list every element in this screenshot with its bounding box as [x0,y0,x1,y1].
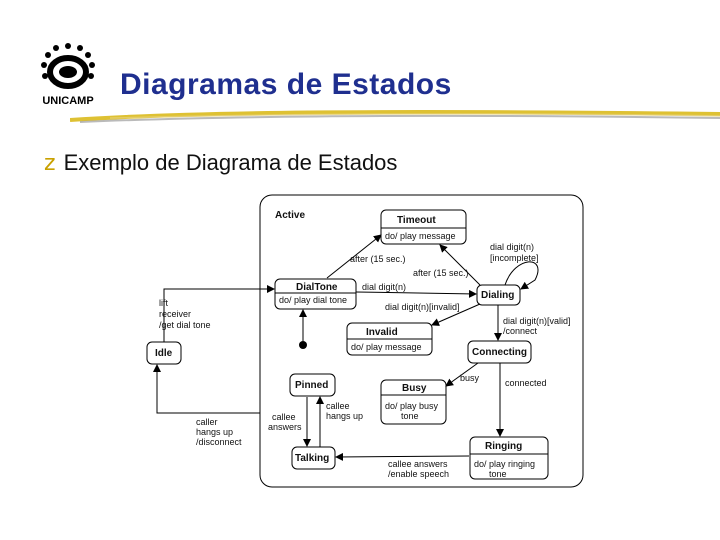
talking-label: Talking [295,453,329,464]
title-underline [69,104,720,128]
invalid-label: Invalid [366,327,398,338]
ringing-label: Ringing [485,441,522,452]
trans-connected: connected [505,378,547,388]
busy-action-1: do/ play busy [385,401,439,411]
state-talking: Talking [291,446,336,470]
trans-dial-invalid: dial digit(n)[invalid] [385,302,460,312]
pinned-label: Pinned [295,380,328,391]
dialing-label: Dialing [481,290,514,301]
state-pinned: Pinned [289,373,336,397]
unicamp-logo: UNICAMP [28,38,108,112]
state-dialtone: DialTone do/ play dial tone [274,278,357,310]
trans-lift-3: /get dial tone [159,320,211,330]
trans-caller-2: hangs up [196,427,233,437]
idle-label: Idle [155,348,173,359]
trans-callee-hangs-1: callee [326,401,350,411]
bullet-item: z Exemplo de Diagrama de Estados [44,150,397,176]
timeout-label: Timeout [397,215,436,226]
trans-callee-answers-1: callee [272,412,296,422]
trans-after-15-a: after (15 sec.) [350,254,406,264]
trans-dial-digit: dial digit(n) [362,282,406,292]
state-invalid: Invalid do/ play message [346,322,433,356]
trans-callee-hangs-2: hangs up [326,411,363,421]
trans-dial-valid-1: dial digit(n)[valid] [503,316,571,326]
trans-callee-answers-2: answers [268,422,302,432]
connecting-label: Connecting [472,347,527,358]
active-label: Active [275,210,305,221]
trans-after-15-b: after (15 sec.) [413,268,469,278]
trans-caller-1: caller [196,417,218,427]
timeout-action: do/ play message [385,231,456,241]
bullet-icon: z [44,150,56,176]
logo-text: UNICAMP [42,95,93,107]
state-dialing: Dialing [476,284,521,306]
page-title: Diagramas de Estados [120,68,452,101]
trans-lift-1: lift [159,298,168,308]
trans-caller-3: /disconnect [196,437,242,447]
bullet-text: Exemplo de Diagrama de Estados [63,150,398,175]
state-connecting: Connecting [467,340,532,364]
trans-callee-enable-1: callee answers [388,459,448,469]
trans-callee-enable-2: /enable speech [388,469,449,479]
trans-dial-incomplete-1: dial digit(n) [490,242,534,252]
trans-lift-2: receiver [159,309,191,319]
invalid-action: do/ play message [351,342,422,352]
dialtone-action: do/ play dial tone [279,295,347,305]
ringing-action-2: tone [489,469,507,479]
trans-dial-valid-2: /connect [503,326,538,336]
ringing-action-1: do/ play ringing [474,459,535,469]
dialtone-label: DialTone [296,282,338,293]
initial-state-dot [299,341,307,349]
state-ringing: Ringing do/ play ringing tone [469,436,549,480]
busy-label: Busy [402,383,427,394]
trans-busy: busy [460,373,480,383]
busy-action-2: tone [401,411,419,421]
state-timeout: Timeout do/ play message [380,209,467,245]
trans-dial-incomplete-2: [incomplete] [490,253,539,263]
state-idle: Idle [146,341,182,365]
state-busy: Busy do/ play busy tone [380,379,447,425]
